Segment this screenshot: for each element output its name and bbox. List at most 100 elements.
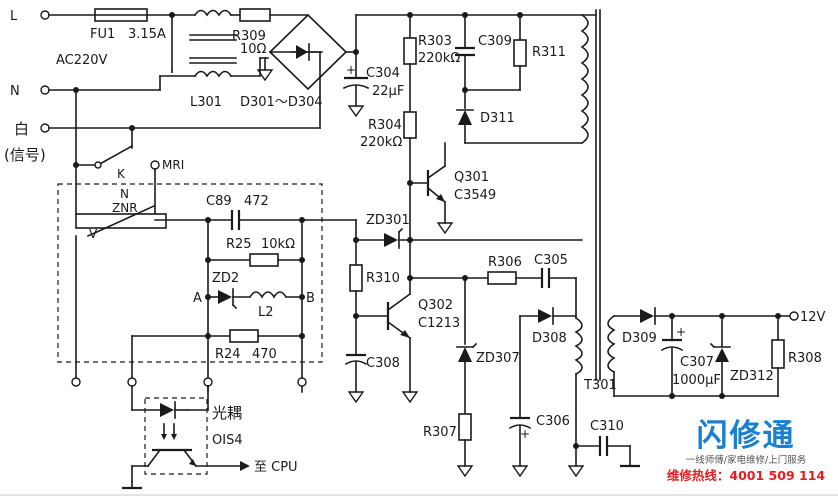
capacitor-c310 (598, 436, 609, 456)
optocoupler-phototransistor (146, 448, 198, 468)
label-d309: D309 (622, 331, 657, 346)
label-l2: L2 (258, 305, 274, 320)
label-k: K (117, 167, 126, 181)
board-terminal-1 (71, 377, 81, 387)
label-zd312: ZD312 (730, 369, 774, 384)
terminal-12v (789, 311, 799, 321)
switch-k (94, 144, 134, 169)
diode-d309 (640, 307, 656, 325)
label-c89: C89 (206, 194, 232, 209)
transformer-t301-primary (580, 13, 589, 145)
resistor-r308 (771, 339, 785, 369)
label-n: N (10, 84, 20, 99)
label-xinhao: (信号) (4, 146, 46, 164)
resistor-r304 (403, 111, 417, 139)
label-b: B (306, 291, 315, 306)
label-r25-val: 10kΩ (261, 237, 295, 252)
label-optocoupler: 光耦 (212, 404, 242, 422)
label-c305: C305 (534, 253, 568, 268)
terminal-mri (150, 160, 160, 170)
label-c307-val: 1000μF (672, 373, 721, 388)
transformer-t301-aux (574, 316, 583, 376)
terminal-signal (40, 123, 50, 133)
varistor-znr (75, 204, 167, 238)
label-r303: R303 (418, 34, 452, 49)
label-r309: R309 (232, 29, 266, 44)
label-r309-val: 10Ω (240, 42, 267, 57)
label-fu1: FU1 (90, 27, 115, 42)
capacitor-c307 (660, 315, 684, 397)
diode-d311 (456, 89, 474, 144)
inductor-l2 (248, 291, 288, 299)
brand-tagline: 一线师傅/家电维修/上门服务 (685, 455, 807, 466)
brand-watermark: 闪修通 一线师傅/家电维修/上门服务 维修热线：4001 509 114 (658, 418, 834, 496)
label-r304: R304 (368, 118, 402, 133)
label-zd301: ZD301 (366, 213, 410, 228)
optocoupler-ois4 (144, 397, 208, 475)
label-fu1-val: 3.15A (128, 27, 166, 42)
resistor-r310 (349, 264, 363, 292)
label-bai: 白 (14, 120, 29, 138)
resistor-r303 (403, 37, 417, 65)
label-l: L (10, 9, 18, 24)
transistor-q301 (426, 142, 454, 235)
board-terminal-2 (127, 377, 137, 387)
label-l301: L301 (190, 95, 222, 110)
label-r311: R311 (532, 45, 566, 60)
label-t301: T301 (583, 378, 617, 393)
label-mri: MRI (162, 158, 184, 172)
label-q301: Q301 (454, 170, 489, 185)
label-r25: R25 (226, 237, 252, 252)
label-r24: R24 (215, 347, 241, 362)
label-c89-val: 472 (244, 194, 269, 209)
label-q302-val: C1213 (418, 316, 460, 331)
label-r24-val: 470 (252, 347, 277, 362)
label-d311: D311 (480, 111, 515, 126)
label-znr: ZNR (112, 201, 138, 215)
label-c308: C308 (366, 356, 400, 371)
label-v: V (89, 227, 98, 241)
capacitor-c305 (540, 268, 551, 288)
zener-zd301 (355, 227, 583, 249)
optocoupler-led (160, 401, 189, 440)
capacitor-c308 (344, 315, 368, 404)
resistor-r24 (229, 329, 259, 343)
resistor-r307 (458, 413, 472, 441)
label-c307-plus: + (676, 325, 686, 339)
zener-zd312 (709, 315, 731, 397)
label-r307: R307 (423, 425, 457, 440)
control-board-outline (57, 183, 323, 363)
label-zd307: ZD307 (476, 351, 520, 366)
resistor-r25 (249, 253, 279, 267)
label-r308: R308 (788, 351, 822, 366)
board-terminal-4 (297, 377, 307, 387)
label-d301: D301～D304 (240, 95, 323, 110)
board-terminal-3 (203, 377, 213, 387)
label-r304-val: 220kΩ (360, 135, 402, 150)
label-c304-val: 22μF (372, 84, 404, 99)
resistor-r306 (487, 271, 517, 285)
choke-l301 (189, 9, 237, 78)
zener-zd307 (456, 342, 478, 362)
capacitor-c89 (230, 210, 241, 230)
label-12v: 12V (800, 310, 826, 325)
fuse-fu1 (48, 8, 196, 22)
label-c307: C307 (680, 355, 714, 370)
label-r303-val: 220kΩ (418, 51, 460, 66)
label-q301-val: C3549 (454, 188, 496, 203)
label-zd2: ZD2 (212, 271, 239, 286)
brand-hotline: 维修热线：4001 509 114 (666, 468, 826, 483)
transistor-q302 (386, 277, 419, 404)
label-a: A (193, 291, 202, 306)
label-ac: AC220V (56, 53, 108, 68)
label-d308: D308 (532, 331, 567, 346)
brand-logo: 闪修通 (696, 418, 796, 454)
label-r310: R310 (366, 271, 400, 286)
diode-d308 (538, 307, 554, 325)
zener-zd2 (218, 288, 238, 310)
label-c306: C306 (536, 414, 570, 429)
terminal-l (40, 10, 50, 20)
resistor-r311 (513, 39, 527, 67)
capacitor-c304 (342, 51, 370, 118)
